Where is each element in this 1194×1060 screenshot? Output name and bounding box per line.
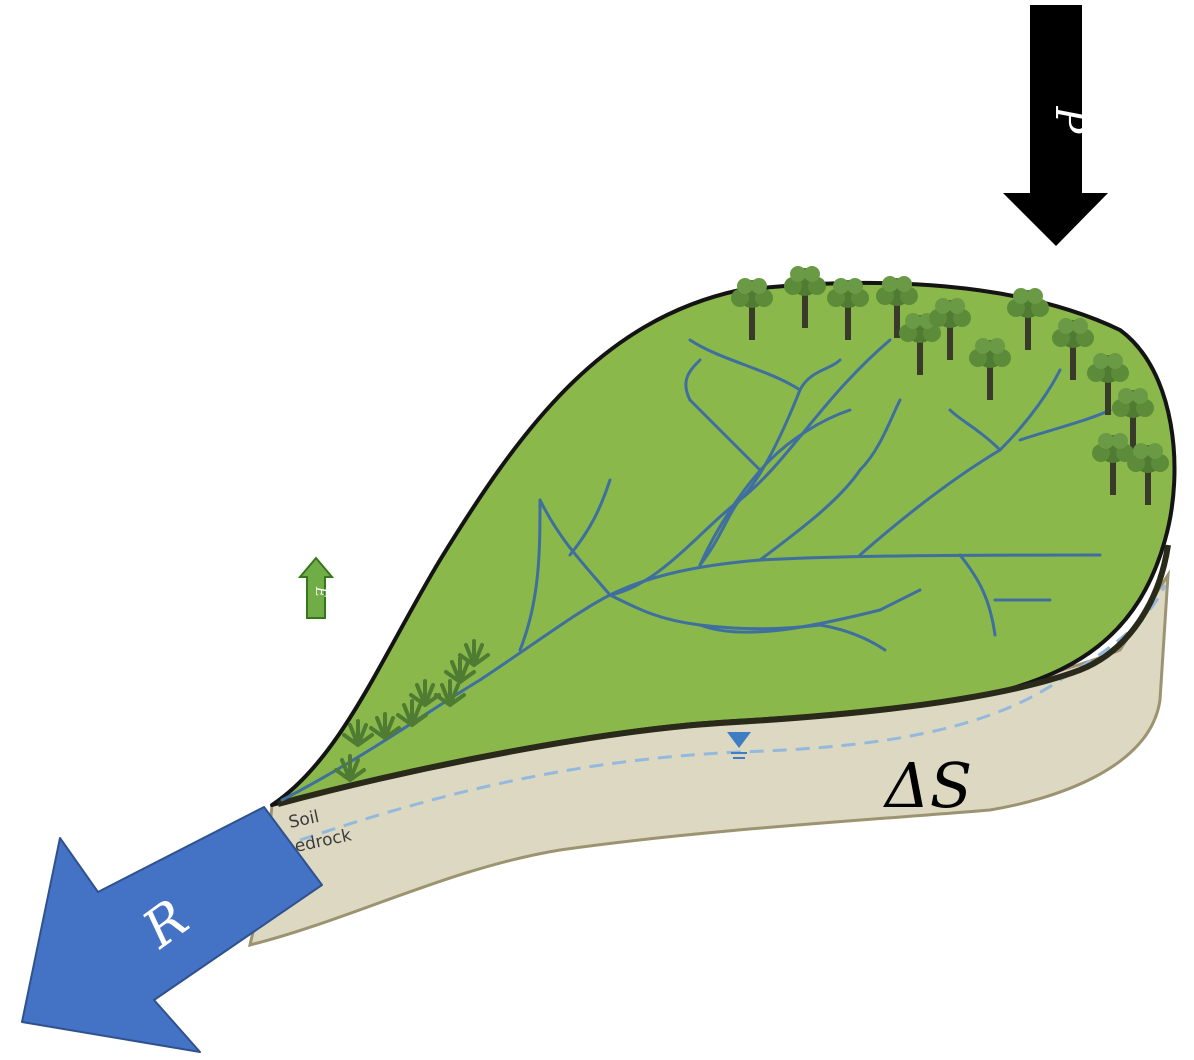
evapotranspiration-arrow: E <box>300 558 332 618</box>
precipitation-arrow: P <box>1003 5 1108 246</box>
evapotranspiration-label: E <box>312 586 328 597</box>
storage-change-label: ΔS <box>883 749 972 822</box>
precipitation-label: P <box>1046 106 1092 135</box>
